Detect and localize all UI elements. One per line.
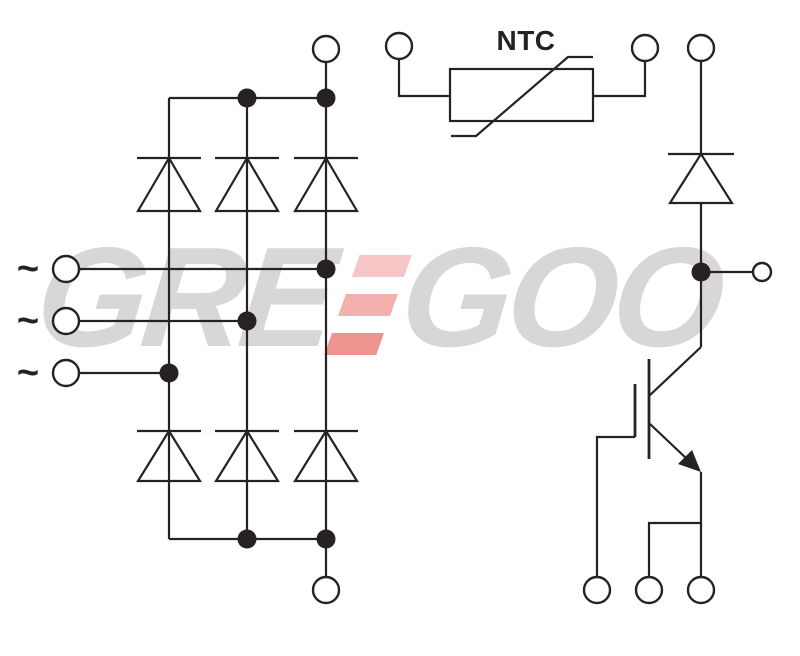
diode-lower-1 <box>136 428 202 483</box>
diode-triangle <box>293 428 359 483</box>
emitter-arrowhead-icon <box>678 450 701 472</box>
dc-plus-terminal <box>311 34 341 64</box>
diode-upper-1 <box>136 155 202 213</box>
junction-dot <box>316 88 336 108</box>
ntc-lead-right <box>593 61 647 98</box>
ntc-terminal-left <box>384 31 414 61</box>
diode-triangle <box>136 428 202 483</box>
diode-triangle <box>293 155 359 213</box>
ac-phase-symbol-1: ~ <box>16 247 40 290</box>
diode-triangle <box>214 155 280 213</box>
ntc-diagonal-stroke <box>451 55 593 138</box>
three-phase-rectifier-bridge <box>51 34 359 605</box>
collector-top-terminal <box>686 33 716 63</box>
igbt-branch <box>582 33 773 605</box>
igbt-gate-lead <box>595 435 635 577</box>
emitter-terminal-1 <box>634 575 664 605</box>
aux-terminal <box>751 261 773 283</box>
gate-terminal <box>582 575 612 605</box>
ntc-thermistor <box>384 31 660 138</box>
dc-minus-terminal <box>311 575 341 605</box>
junction-dot <box>237 529 257 549</box>
ac-terminal-1 <box>51 254 81 284</box>
ac-terminal-3 <box>51 358 81 388</box>
ac-phase-symbol-3: ~ <box>16 351 40 394</box>
igbt-collector-diagonal <box>648 346 702 397</box>
junction-dot <box>237 88 257 108</box>
junction-dot <box>316 259 336 279</box>
ntc-body <box>448 67 595 123</box>
diode-lower-3 <box>293 428 359 483</box>
ntc-label: NTC <box>496 25 556 56</box>
diode-right <box>668 151 734 205</box>
ac-phase-symbol-2: ~ <box>16 299 40 342</box>
emitter-terminal-2 <box>686 575 716 605</box>
junction-dot <box>316 529 336 549</box>
diode-upper-3 <box>293 155 359 213</box>
ntc-lead-left <box>397 59 450 98</box>
diode-lower-2 <box>214 428 280 483</box>
diode-triangle <box>136 155 202 213</box>
emitter-branch-wire <box>647 521 701 577</box>
ac-terminal-2 <box>51 306 81 336</box>
junction-dot <box>237 311 257 331</box>
ntc-terminal-right <box>630 33 660 63</box>
diode-triangle <box>214 428 280 483</box>
igbt-emitter-diagonal <box>649 423 688 460</box>
diode-upper-2 <box>214 155 280 213</box>
junction-dot <box>159 363 179 383</box>
diode-triangle <box>668 151 734 205</box>
